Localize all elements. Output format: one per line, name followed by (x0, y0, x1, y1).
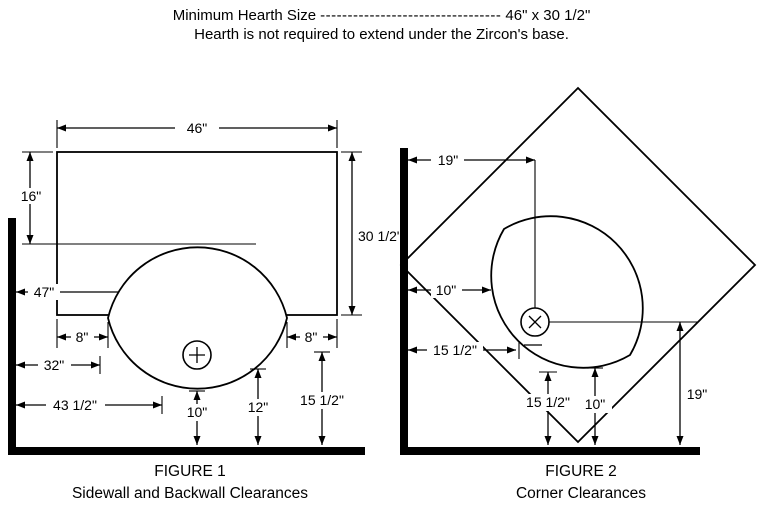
dim-label: 47" (34, 284, 55, 300)
dim-floor-19: 19" (676, 322, 708, 445)
label-bg (242, 399, 275, 416)
figure2-subtitle: Corner Clearances (515, 485, 647, 502)
figure2-flue-cross-icon (528, 315, 542, 329)
dim-label: 10" (436, 282, 457, 298)
label-bg (182, 404, 212, 421)
dim-hearth-width: 46" (56, 120, 338, 148)
dim-hearth-side-left: 8" (56, 319, 109, 348)
dim-label: 15 1/2" (526, 394, 570, 410)
label-bg (71, 329, 94, 345)
dim-label: 46" (187, 120, 208, 136)
min-hearth-value: 46" x 30 1/2" (505, 7, 591, 24)
dim-backwall-10: 10" (182, 390, 212, 445)
dim-label: 19" (438, 152, 459, 168)
label-bg (427, 342, 483, 358)
label-bg (38, 357, 71, 373)
dim-label: 19" (687, 386, 708, 402)
dim-label: 30 1/2" (358, 228, 402, 244)
figure1-title: FIGURE 1 (154, 463, 226, 480)
dim-label: 12" (248, 399, 269, 415)
label-bg (520, 394, 576, 411)
dim-hearth-side-right: 8" (286, 319, 338, 348)
dim-floor-15half: 15 1/2" (520, 371, 576, 445)
label-bg (431, 282, 462, 298)
figure2-title: FIGURE 2 (545, 463, 617, 480)
figure1-drawing: 46" 16" 30 1/2" 47" (8, 120, 402, 455)
dim-sidewall-47: 47" (16, 284, 119, 300)
dim-label: 43 1/2" (53, 397, 97, 413)
dim-label: 10" (187, 404, 208, 420)
figure1-caption: FIGURE 1 Sidewall and Backwall Clearance… (10, 461, 370, 505)
dim-sidewall-43half: 43 1/2" (16, 396, 163, 414)
dim-backwall-15half: 15 1/2" (295, 351, 349, 445)
figure1-flue-plus-icon (189, 347, 205, 363)
figure2-drawing: 19" 10" 15 1/2" 15 1/2" (399, 86, 757, 455)
minimum-hearth-size-line: Minimum Hearth Size---------------------… (0, 6, 763, 25)
dim-wall-to-center: 19" (408, 152, 535, 168)
label-bg (295, 392, 349, 409)
label-bg (28, 284, 60, 300)
hearth-note: Hearth is not required to extend under t… (194, 26, 569, 43)
dim-wall-to-stove-15half: 15 1/2" (408, 341, 542, 359)
label-bg (46, 397, 105, 413)
dim-backwall-12: 12" (242, 368, 275, 445)
dim-sidewall-32: 32" (16, 356, 101, 374)
label-bg (578, 396, 612, 413)
dim-label: 8" (76, 329, 89, 345)
label-bg (17, 188, 45, 204)
clearance-diagram: 46" 16" 30 1/2" 47" (8, 86, 757, 455)
label-bg (431, 152, 464, 168)
figure1-stove-outline (107, 246, 288, 390)
dim-label: 32" (44, 357, 65, 373)
figure2-caption: FIGURE 2 Corner Clearances (400, 461, 762, 505)
dim-floor-10: 10" (578, 367, 612, 445)
page-header: Minimum Hearth Size---------------------… (0, 6, 763, 44)
dim-label: 15 1/2" (300, 392, 344, 408)
dim-hearth-depth: 30 1/2" (341, 151, 402, 316)
label-bg (300, 329, 323, 345)
min-hearth-label: Minimum Hearth Size (172, 7, 317, 24)
dim-label: 15 1/2" (433, 342, 477, 358)
dim-top-to-stove: 16" (17, 151, 256, 245)
label-bg (175, 120, 219, 136)
dim-label: 16" (21, 188, 42, 204)
dim-label: 10" (585, 396, 606, 412)
dim-wall-to-stove: 10" (408, 282, 491, 298)
min-hearth-separator: --------------------------------- (320, 7, 502, 24)
figure1-subtitle: Sidewall and Backwall Clearances (71, 485, 309, 502)
dim-label: 8" (305, 329, 318, 345)
